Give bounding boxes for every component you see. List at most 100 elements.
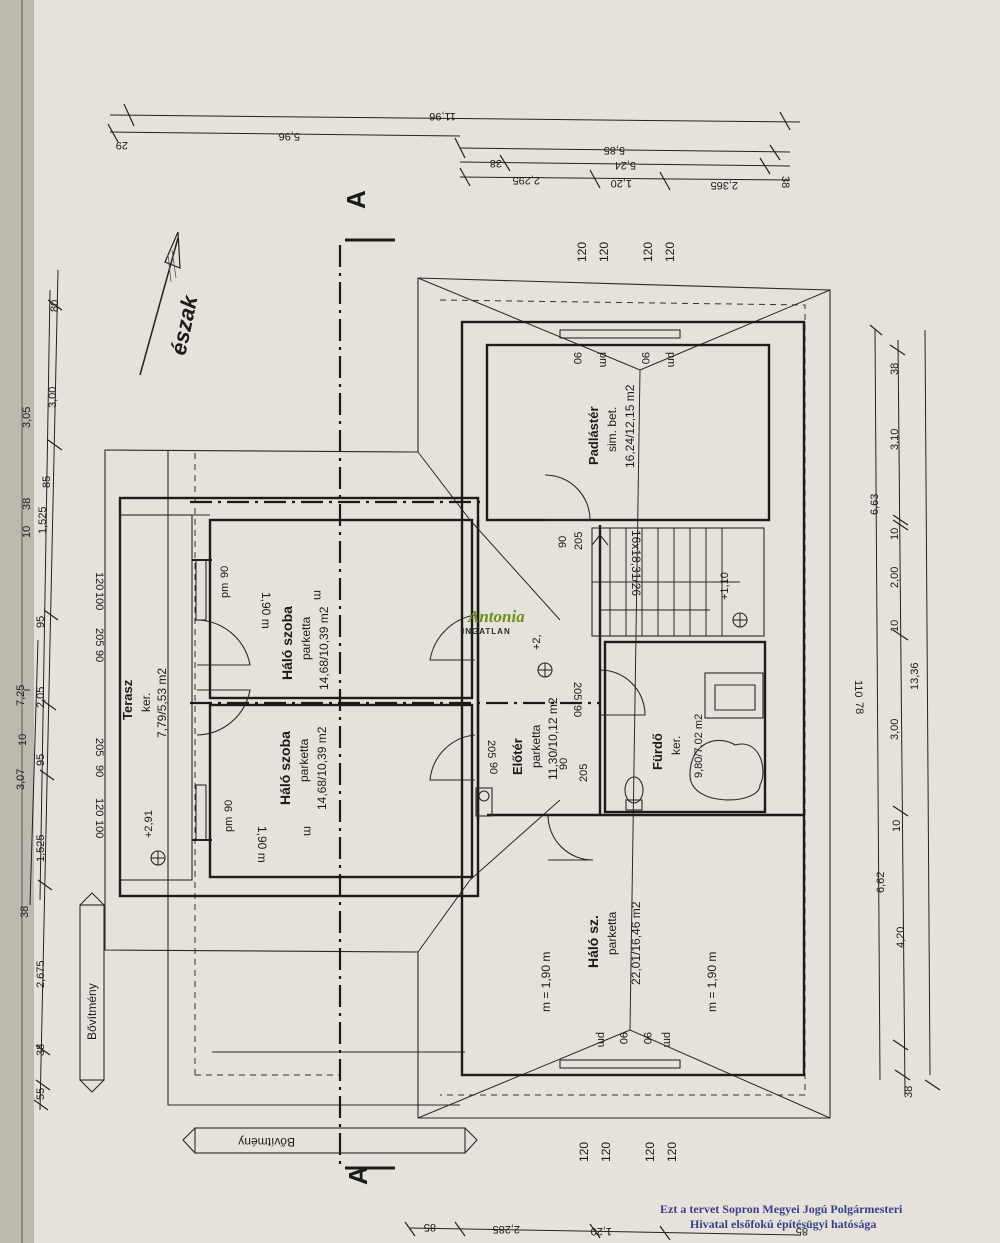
svg-text:90: 90 (641, 1032, 653, 1044)
svg-text:Bővítmény: Bővítmény (85, 983, 99, 1040)
svg-text:90: 90 (93, 765, 105, 777)
room-padlaster-name: Padlástér (586, 406, 601, 465)
svg-text:205: 205 (573, 532, 585, 550)
svg-text:90: 90 (639, 352, 651, 364)
room-eloter-floor: parketta (529, 724, 543, 768)
svg-text:120: 120 (665, 1142, 679, 1162)
terrace-area (119, 514, 210, 881)
dim-left-38b: 38 (21, 498, 33, 510)
dim-top-585: 5,85 (604, 144, 625, 156)
dim-left-95b: 95 (35, 616, 47, 628)
svg-text:+2,91: +2,91 (143, 810, 155, 838)
svg-text:90: 90 (219, 566, 231, 578)
svg-text:2,285: 2,285 (492, 1223, 520, 1235)
extension-marker-left: Bővítmény (79, 892, 105, 1093)
opening-labels: 120 100 205 90 205 90 120 100 pm 90 pm 9… (93, 352, 865, 1047)
svg-text:A: A (343, 1166, 373, 1185)
svg-text:90: 90 (487, 762, 499, 774)
svg-text:+2,: +2, (531, 634, 543, 650)
svg-text:1,20: 1,20 (591, 1225, 612, 1237)
dim-left-80: 80 (49, 300, 61, 312)
roof-hip-lines (417, 277, 831, 1119)
stamp-line-1: Ezt a tervet Sopron Megyei Jogú Polgárme… (660, 1202, 903, 1216)
svg-text:120: 120 (575, 242, 589, 262)
room-eloter: Előtér parketta 11,30/10,12 m2 (510, 697, 560, 780)
svg-text:110: 110 (852, 680, 864, 698)
svg-text:120: 120 (577, 1142, 591, 1162)
dim-left-38c: 38 (35, 1044, 47, 1056)
room-furdo-floor: ker. (669, 736, 683, 755)
svg-text:205: 205 (485, 740, 497, 758)
bathroom-fixtures (624, 672, 764, 811)
dim-left-85: 85 (41, 476, 53, 488)
svg-text:pm: pm (661, 1032, 673, 1047)
svg-text:m: m (301, 826, 315, 836)
svg-text:2,00: 2,00 (889, 567, 901, 588)
dim-left-1525b: 1,525 (37, 506, 49, 534)
svg-text:205: 205 (93, 628, 105, 646)
room-terasz-name: Terasz (120, 679, 135, 720)
svg-text:m: m (311, 590, 325, 600)
svg-text:120: 120 (643, 1142, 657, 1162)
dim-left-95a: 95 (35, 754, 47, 766)
svg-text:10: 10 (891, 820, 903, 832)
svg-text:100: 100 (93, 820, 105, 838)
room-furdo-name: Fürdő (650, 733, 665, 770)
svg-text:120: 120 (93, 572, 105, 590)
svg-text:16x18,31/26: 16x18,31/26 (629, 530, 643, 596)
logo-main: Antonia (467, 607, 525, 626)
logo-sub: INGATLAN (462, 627, 511, 636)
bottom-dimension-lines (404, 1221, 801, 1241)
dim-right-663: 6,63 (869, 494, 881, 515)
section-mark-a-top: A (341, 190, 395, 242)
room-halo3-name: Háló sz. (585, 915, 601, 968)
room-eloter-area: 11,30/10,12 m2 (546, 697, 560, 780)
svg-text:10: 10 (889, 620, 901, 632)
roof-window-labels: 120 120 120 120 120 120 120 120 (575, 242, 679, 1162)
level-marker-hall: +2, (531, 634, 553, 678)
room-padlaster: Padlástér sim. bet. 16,24/12,15 m2 (586, 384, 637, 468)
dim-left-10a: 10 (17, 734, 29, 746)
level-marker-terrace: +2,91 (143, 810, 166, 866)
dim-left-205: 2,05 (35, 687, 47, 708)
svg-text:120: 120 (597, 242, 611, 262)
svg-text:Bővítmény: Bővítmény (238, 1135, 295, 1149)
svg-text:4,20: 4,20 (895, 927, 907, 948)
logo-watermark: Antonia INGATLAN (462, 607, 525, 636)
svg-text:m = 1,90 m: m = 1,90 m (539, 952, 553, 1012)
dim-left-2675: 2,675 (35, 960, 47, 988)
dim-top-2295: 2,295 (512, 174, 540, 186)
dim-left-725: 7,25 (15, 685, 27, 706)
room-halo1: Háló szoba parketta 14,68/10,39 m2 1,90 … (259, 590, 331, 690)
svg-text:90: 90 (617, 1032, 629, 1044)
room-padlaster-area: 16,24/12,15 m2 (623, 384, 637, 468)
room-halo1-floor: parketta (299, 616, 313, 660)
svg-text:pm: pm (595, 1032, 607, 1047)
svg-text:3,00: 3,00 (889, 719, 901, 740)
room-halo2-floor: parketta (297, 738, 311, 782)
roof-windows (559, 329, 681, 1069)
approval-stamp: Ezt a tervet Sopron Megyei Jogú Polgárme… (660, 1202, 903, 1231)
hall-walls (476, 520, 804, 820)
svg-text:205: 205 (571, 682, 583, 700)
room-halo2-area: 14,68/10,39 m2 (315, 726, 329, 810)
staircase (591, 527, 765, 637)
room-halo3-area: 22,01/16,46 m2 (629, 901, 643, 985)
svg-text:+1,10: +1,10 (719, 572, 731, 600)
room-halo1-name: Háló szoba (279, 606, 295, 680)
dim-top-524: 5,24 (615, 159, 636, 171)
room-eloter-name: Előtér (510, 738, 525, 775)
dim-right-662: 6,62 (875, 872, 887, 893)
svg-text:pm: pm (223, 817, 235, 832)
svg-text:85: 85 (796, 1225, 808, 1237)
svg-text:1,90 m: 1,90 m (255, 826, 269, 863)
svg-text:85: 85 (424, 1221, 436, 1233)
svg-text:3,10: 3,10 (889, 429, 901, 450)
svg-text:90: 90 (93, 650, 105, 662)
svg-text:120: 120 (93, 798, 105, 816)
dim-top-38a: 38 (490, 157, 502, 169)
room-halo1-area: 14,68/10,39 m2 (317, 606, 331, 690)
svg-text:pm: pm (665, 352, 677, 367)
dim-left-307a: 3,07 (15, 769, 27, 790)
